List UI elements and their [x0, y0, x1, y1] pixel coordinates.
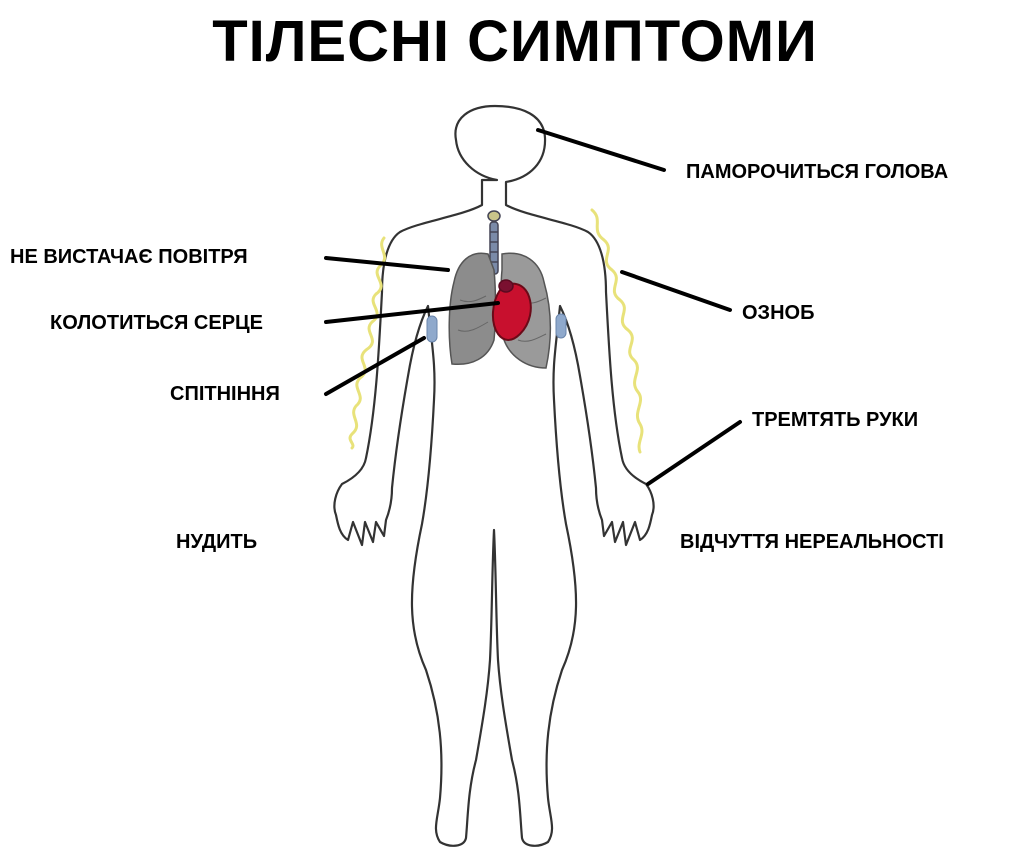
- label-tremble: ТРЕМТЯТЬ РУКИ: [752, 408, 918, 432]
- label-nausea: НУДИТЬ: [176, 530, 257, 554]
- heart-top: [499, 280, 513, 292]
- label-dizzy: ПАМОРОЧИТЬСЯ ГОЛОВА: [686, 160, 948, 184]
- label-unreal: ВІДЧУТТЯ НЕРЕАЛЬНОСТІ: [680, 530, 944, 554]
- label-heart: КОЛОТИТЬСЯ СЕРЦЕ: [50, 311, 263, 335]
- leader-chills: [622, 272, 730, 310]
- label-chills: ОЗНОБ: [742, 301, 814, 325]
- label-breath: НЕ ВИСТАЧАЄ ПОВІТРЯ: [10, 245, 248, 269]
- label-sweat: СПІТНІННЯ: [170, 382, 280, 406]
- leader-breath: [326, 258, 448, 270]
- right-sweat-drop: [556, 314, 566, 338]
- left-sweat-drop: [427, 316, 437, 342]
- leader-dizzy: [538, 130, 664, 170]
- leader-tremble: [648, 422, 740, 484]
